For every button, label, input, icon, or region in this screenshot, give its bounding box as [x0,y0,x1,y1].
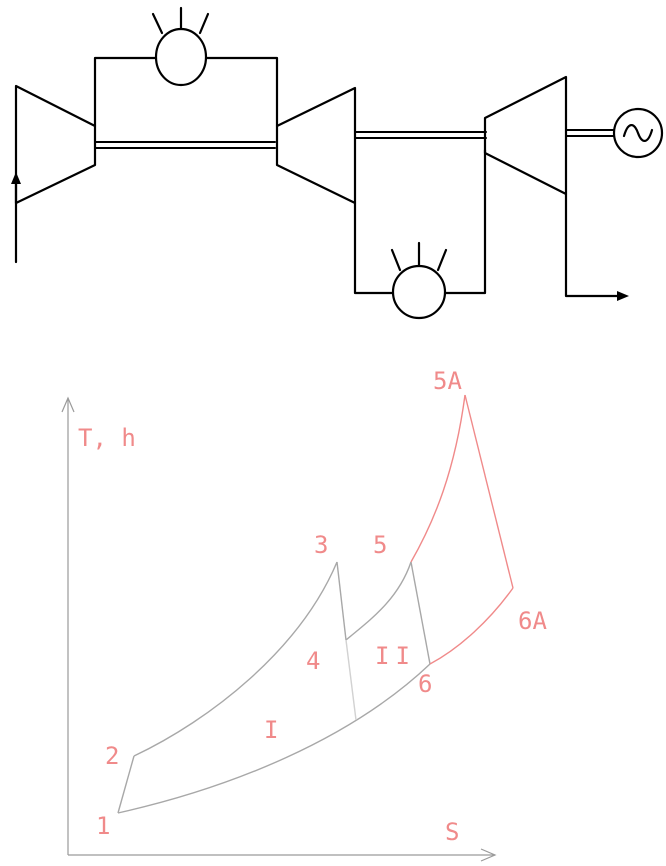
turbine-icon [275,86,357,205]
x-axis-arrowhead-icon [480,848,497,862]
point-label-3: 3 [314,531,328,559]
cycle-gray [117,561,431,814]
process-3-4 [336,561,347,641]
ts-diagram: T, h S 1 2 3 4 5 6 5A 6A I II [61,367,547,862]
flow-line-combustor-to-turbine [204,56,279,128]
process-4-5 [345,561,412,641]
flow-line-reheater-to-lp-turbine [443,148,487,295]
process-1-2 [117,755,135,814]
process-1-6 [117,663,431,814]
generator-icon [612,107,664,159]
compressor-icon [14,84,97,205]
process-5a-6a [464,394,514,589]
point-label-6: 6 [418,670,432,698]
axis-label-s: S [445,818,459,846]
shaft-2 [354,131,487,139]
shaft-3 [565,129,615,137]
separator-line [345,639,357,721]
point-label-6a: 6A [518,607,547,635]
reheat-combustor-icon [390,241,448,320]
point-label-5: 5 [373,531,387,559]
region-label-1: I [264,716,278,744]
lp-turbine-icon [483,75,568,196]
shaft-1 [94,141,276,149]
y-axis-arrowhead-icon [61,396,75,413]
process-5-6 [410,561,431,665]
process-2-3 [133,561,338,757]
point-label-5a: 5A [433,367,462,395]
schematic [11,6,664,320]
process-5-5a [410,394,466,563]
cycle-red [410,394,514,665]
point-label-4: 4 [306,647,320,675]
point-label-2: 2 [105,742,119,770]
flow-line-turbine-to-reheater [353,201,395,295]
region-label-2: II [375,642,416,670]
exhaust-arrow-icon [564,192,629,301]
axis-label-t-h: T, h [78,424,136,452]
process-6a-6 [429,587,514,665]
point-label-1: 1 [96,812,110,840]
flow-line-compressor-to-combustor [93,56,158,128]
axes [61,396,497,862]
combustor-icon [151,6,210,87]
